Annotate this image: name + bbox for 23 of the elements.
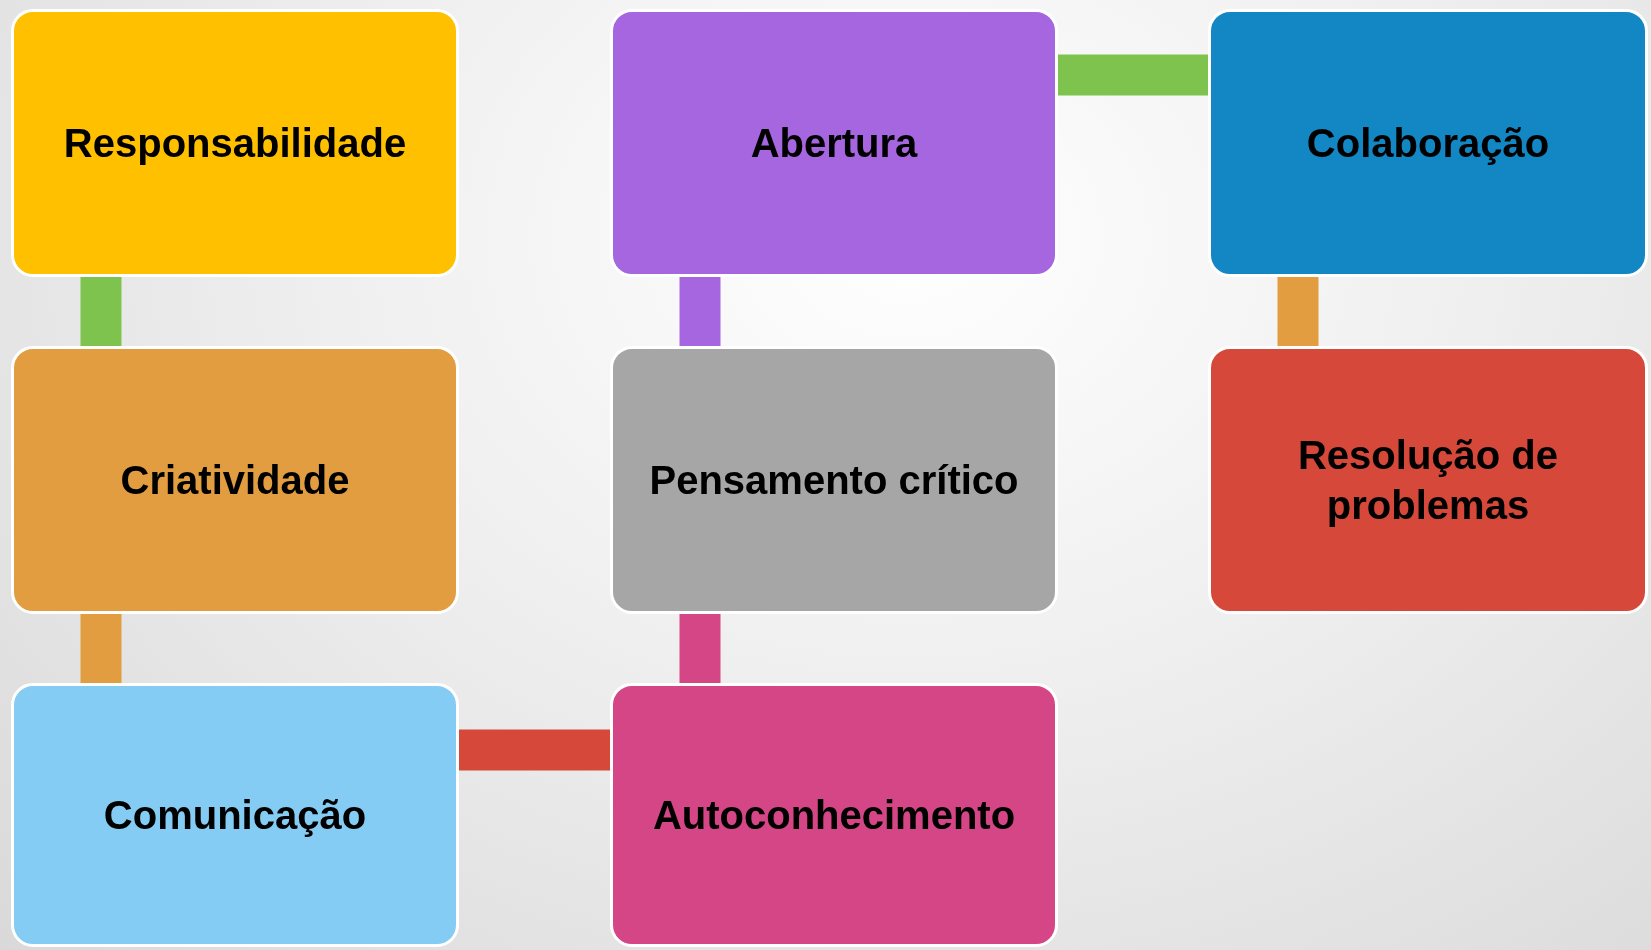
connector-bar [80, 277, 122, 346]
skill-box [11, 9, 459, 277]
connector-bar [679, 277, 721, 346]
skill-label: Criatividade [120, 457, 350, 504]
skill-box [610, 9, 1058, 277]
skill-box [1208, 346, 1648, 614]
connector-bar [1058, 54, 1208, 96]
skill-box [11, 683, 459, 947]
connector-bar [679, 614, 721, 683]
skill-label: Colaboração [1306, 120, 1550, 167]
connector-bar [80, 614, 122, 683]
skill-box [1208, 9, 1648, 277]
skill-label: Responsabilidade [63, 120, 407, 167]
skill-label: Pensamento crítico [649, 457, 1019, 504]
skill-box [610, 346, 1058, 614]
skill-label: Autoconhecimento [652, 792, 1016, 839]
connector-bar [1277, 277, 1319, 346]
skill-label: Abertura [750, 120, 918, 167]
skill-label: Comunicação [103, 792, 367, 839]
skill-box [610, 683, 1058, 947]
skill-box [11, 346, 459, 614]
connector-bar [459, 729, 610, 771]
skill-label: Resolução de problemas [1296, 432, 1560, 529]
